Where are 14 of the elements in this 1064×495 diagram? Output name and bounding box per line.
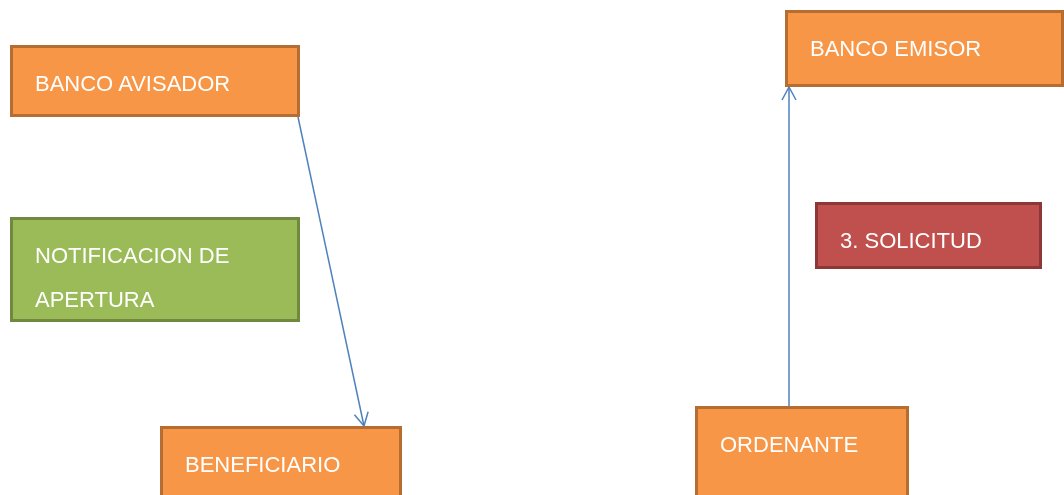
step-box: [815, 202, 1042, 269]
note-box: [10, 217, 300, 322]
process-box: [10, 45, 300, 117]
arrow: [781, 86, 797, 407]
box-label: NOTIFICACION DE APERTURA: [35, 242, 231, 314]
process-box: [160, 426, 402, 495]
process-box: [695, 406, 909, 495]
arrow: [297, 116, 369, 427]
box-label: ORDENANTE: [720, 431, 860, 459]
process-box: [785, 10, 1064, 87]
box-label: BANCO EMISOR: [810, 35, 983, 63]
box-label: BENEFICIARIO: [185, 451, 342, 479]
box-label: BANCO AVISADOR: [35, 70, 232, 98]
box-label: 3. SOLICITUD: [840, 227, 983, 255]
